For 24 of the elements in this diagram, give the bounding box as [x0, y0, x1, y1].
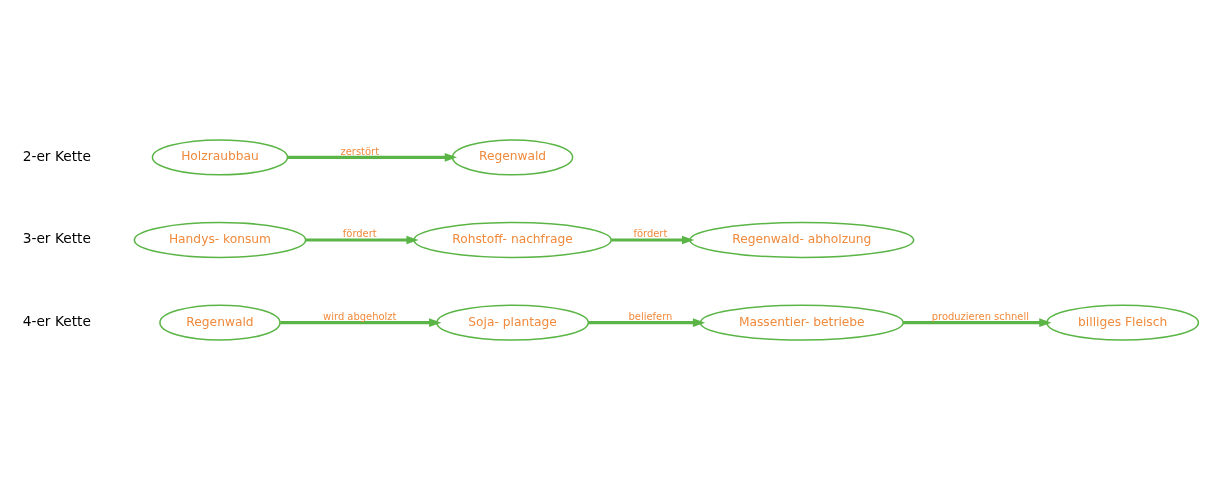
edge-label: zerstört — [340, 145, 380, 157]
label: 3-er Kette — [22, 229, 91, 246]
edge-label: produzieren schnell — [931, 310, 1029, 322]
edge-label: beliefern — [628, 310, 673, 322]
node-ellipse: Handys- konsum — [133, 221, 307, 258]
node-ellipse: Holzraubbau — [151, 138, 289, 176]
node-ellipse: Soja- plantage — [436, 303, 590, 341]
node-ellipse: Regenwald — [451, 138, 574, 176]
arrow — [588, 317, 706, 327]
arrow — [287, 152, 458, 162]
label: 2-er Kette — [22, 147, 91, 164]
arrow — [611, 235, 695, 244]
arrow — [305, 235, 419, 244]
edge-label: wird abgeholzt — [323, 310, 397, 322]
arrow — [903, 317, 1052, 327]
node-ellipse: Regenwald — [159, 303, 281, 341]
node-ellipse: billiges Fleisch — [1046, 303, 1200, 341]
node-ellipse: Massentier- betriebe — [699, 303, 904, 341]
node-ellipse: Rohstoff- nachfrage — [413, 221, 612, 258]
edge-label: fördert — [633, 227, 668, 239]
edge-label: fördert — [342, 227, 377, 239]
arrow — [280, 317, 442, 327]
node-ellipse: Regenwald- abholzung — [689, 221, 915, 258]
label: 4-er Kette — [22, 312, 91, 329]
